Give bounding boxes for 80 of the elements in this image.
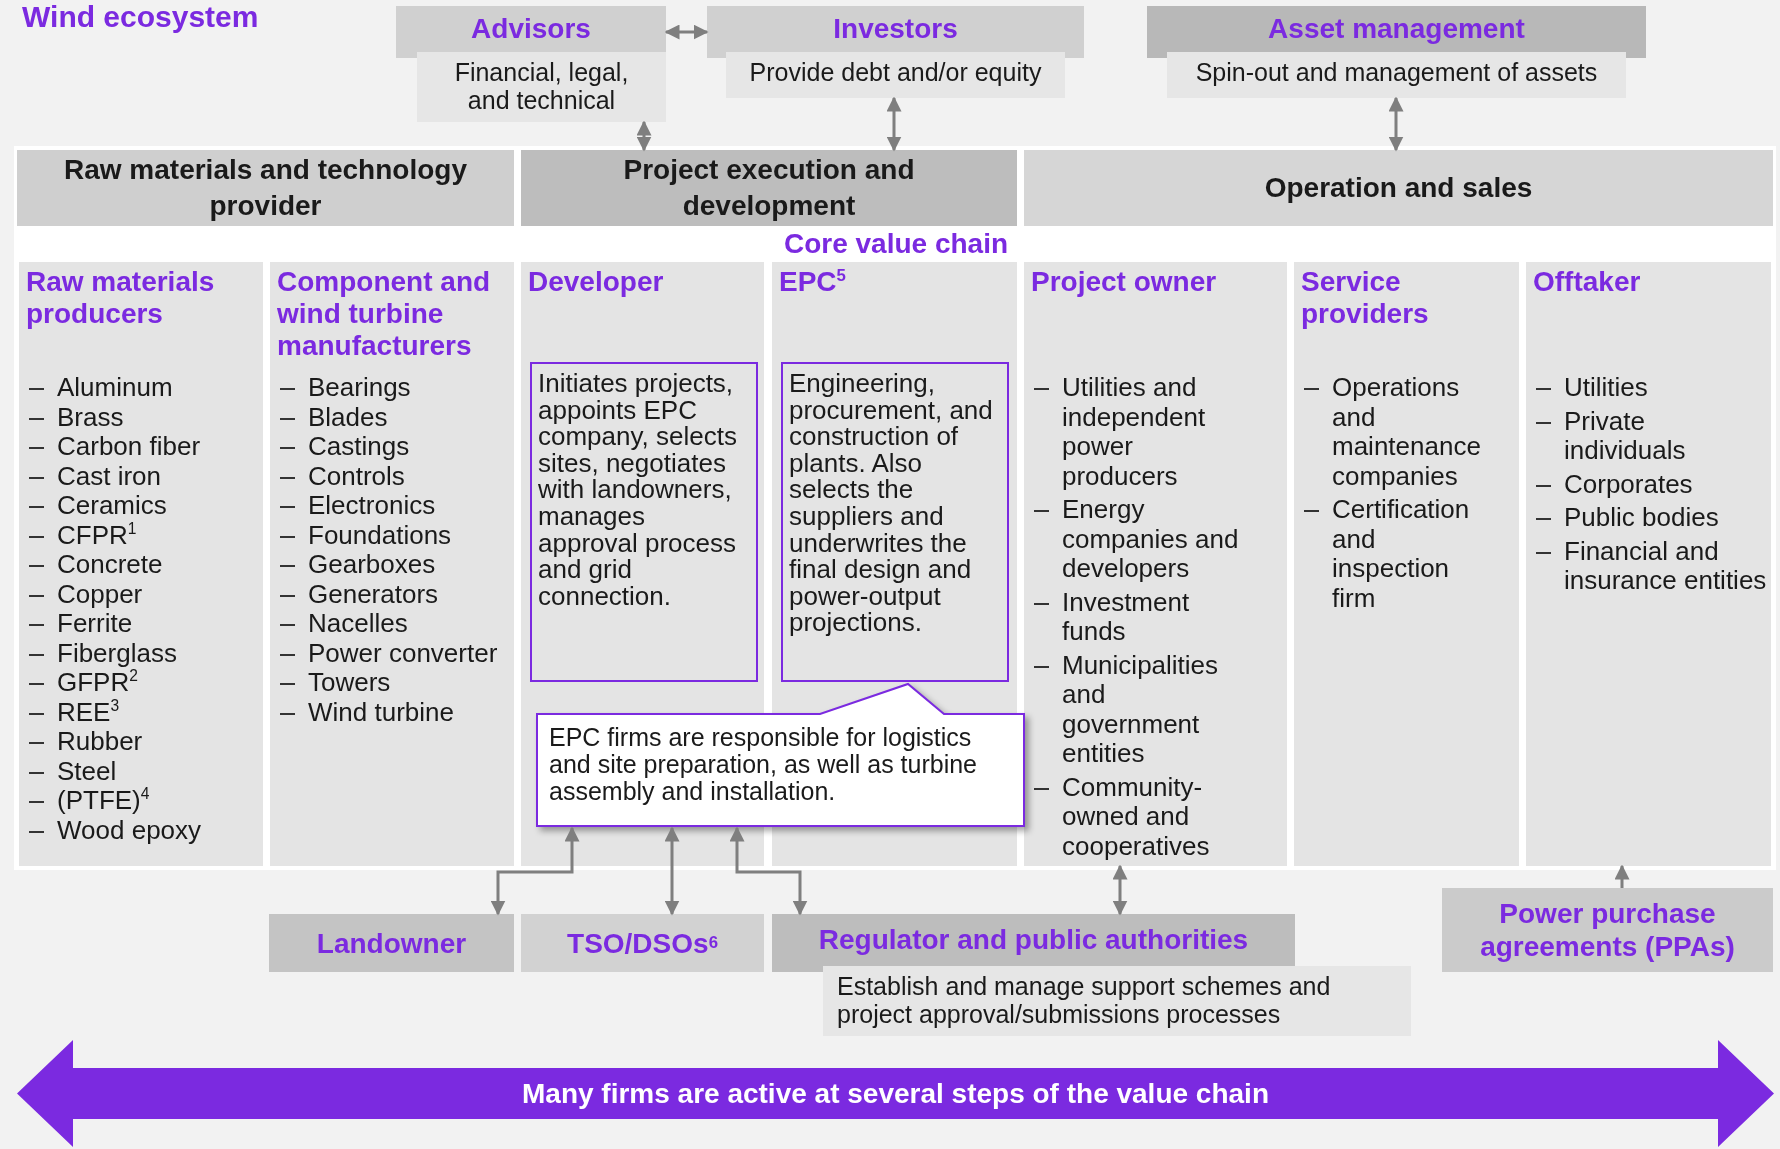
callout-box bbox=[535, 682, 1026, 828]
stakeholder-box: Landowner bbox=[269, 914, 514, 972]
list-item: Private individuals bbox=[1530, 406, 1767, 466]
stakeholder-box: Power purchase agreements (PPAs) bbox=[1442, 888, 1773, 972]
list-item: Castings bbox=[274, 432, 510, 462]
column-heading: Developer bbox=[528, 266, 665, 298]
stage-band: Project execution and development bbox=[521, 150, 1017, 226]
column-heading: Raw materials producers bbox=[26, 266, 216, 330]
column-heading: Component and wind turbine manufacturers bbox=[277, 266, 492, 362]
list-item: Carbon fiber bbox=[23, 432, 259, 462]
section-heading: Regulator and public authorities bbox=[772, 914, 1295, 972]
column-panel bbox=[270, 262, 514, 866]
list-item: Concrete bbox=[23, 550, 259, 580]
list-item: CFPR$^{1}$ bbox=[23, 520, 259, 550]
list-item: Public bodies bbox=[1530, 503, 1767, 533]
double-arrow-banner bbox=[17, 1040, 1774, 1147]
list-item: Ferrite bbox=[23, 609, 259, 639]
banner-text: Many firms are active at several steps of the value chain bbox=[521, 1076, 1270, 1111]
column-heading: Project owner bbox=[1031, 266, 1218, 298]
list-item: Wood epoxy bbox=[23, 815, 259, 845]
list-item: Community-owned and cooperatives bbox=[1028, 772, 1247, 861]
column-heading: Offtaker bbox=[1533, 266, 1642, 298]
connector-arrow bbox=[664, 826, 680, 916]
connector-arrow bbox=[664, 24, 709, 40]
description-panel: Establish and manage support schemes and project approval/submissions processes bbox=[823, 966, 1411, 1036]
description-panel: Provide debt and/or equity bbox=[726, 52, 1065, 98]
list-item: GFPR$^{2}$ bbox=[23, 668, 259, 698]
list-item: Investment funds bbox=[1028, 587, 1247, 647]
list-item: Aluminum bbox=[23, 373, 259, 403]
list-item: Fiberglass bbox=[23, 638, 259, 668]
description-panel: Financial, legal, and technical bbox=[417, 52, 666, 122]
column-panel bbox=[1526, 262, 1771, 866]
list-item: REE$^{3}$ bbox=[23, 697, 259, 727]
list-item: Rubber bbox=[23, 727, 259, 757]
description-box: Engineering, procurement, and construction of plants. Also selects the suppliers and underwrites the final design and power-output projections. bbox=[781, 362, 1009, 682]
diagram-title: Wind ecosystem bbox=[22, 0, 259, 34]
callout-text: EPC firms are responsible for logistics and site preparation, as well as turbine assembly and installation. bbox=[549, 724, 979, 805]
stage-band: Operation and sales bbox=[1024, 150, 1773, 226]
list-item: Brass bbox=[23, 402, 259, 432]
list-item: Energy companies and developers bbox=[1028, 495, 1247, 584]
list-item: Nacelles bbox=[274, 609, 510, 639]
column-panel bbox=[1024, 262, 1287, 866]
list-item: Electronics bbox=[274, 491, 510, 521]
list-item: Corporates bbox=[1530, 469, 1767, 499]
column-panel bbox=[19, 262, 263, 866]
list-item: Blades bbox=[274, 402, 510, 432]
list-item: Financial and insurance entities bbox=[1530, 536, 1767, 596]
list-item: Gearboxes bbox=[274, 550, 510, 580]
description-panel: Spin-out and management of assets bbox=[1167, 52, 1626, 98]
list-item: Wind turbine bbox=[274, 697, 510, 727]
stage-band: Raw materials and technology provider bbox=[17, 150, 514, 226]
list-item: Bearings bbox=[274, 373, 510, 403]
column-heading: EPC$^{5}$ bbox=[779, 266, 847, 298]
list-item: Municipalities and government entities bbox=[1028, 650, 1247, 769]
column-panel bbox=[1294, 262, 1519, 866]
connector-arrow bbox=[729, 826, 808, 916]
connector-arrow bbox=[636, 120, 652, 152]
list-item: Utilities bbox=[1530, 373, 1767, 403]
connector-arrow bbox=[886, 96, 902, 152]
list-item: Power converter bbox=[274, 638, 510, 668]
stakeholder-box: TSO/DSOs$^{6}$ bbox=[521, 914, 764, 972]
list-item: Utilities and independent power producers bbox=[1028, 373, 1247, 491]
list-item: Generators bbox=[274, 579, 510, 609]
list-item: Steel bbox=[23, 756, 259, 786]
connector-arrow bbox=[1614, 864, 1630, 888]
description-box: Initiates projects, appoints EPC company, selects sites, negotiates with landowners, manages approval process and grid connection. bbox=[530, 362, 758, 682]
connector-arrow bbox=[490, 826, 580, 916]
list-item: Controls bbox=[274, 461, 510, 491]
list-item: Towers bbox=[274, 668, 510, 698]
list-item: Operations and maintenance companies bbox=[1298, 373, 1479, 491]
section-label: Core value chain bbox=[782, 228, 1010, 261]
connector-arrow bbox=[1388, 96, 1404, 152]
list-item: Foundations bbox=[274, 520, 510, 550]
column-heading: Service providers bbox=[1301, 266, 1430, 330]
list-item: Certification and inspection firm bbox=[1298, 495, 1479, 613]
list-item: Copper bbox=[23, 579, 259, 609]
list-item: Cast iron bbox=[23, 461, 259, 491]
list-item: (PTFE)$^{4}$ bbox=[23, 786, 259, 816]
list-item: Ceramics bbox=[23, 491, 259, 521]
connector-arrow bbox=[1112, 864, 1128, 916]
